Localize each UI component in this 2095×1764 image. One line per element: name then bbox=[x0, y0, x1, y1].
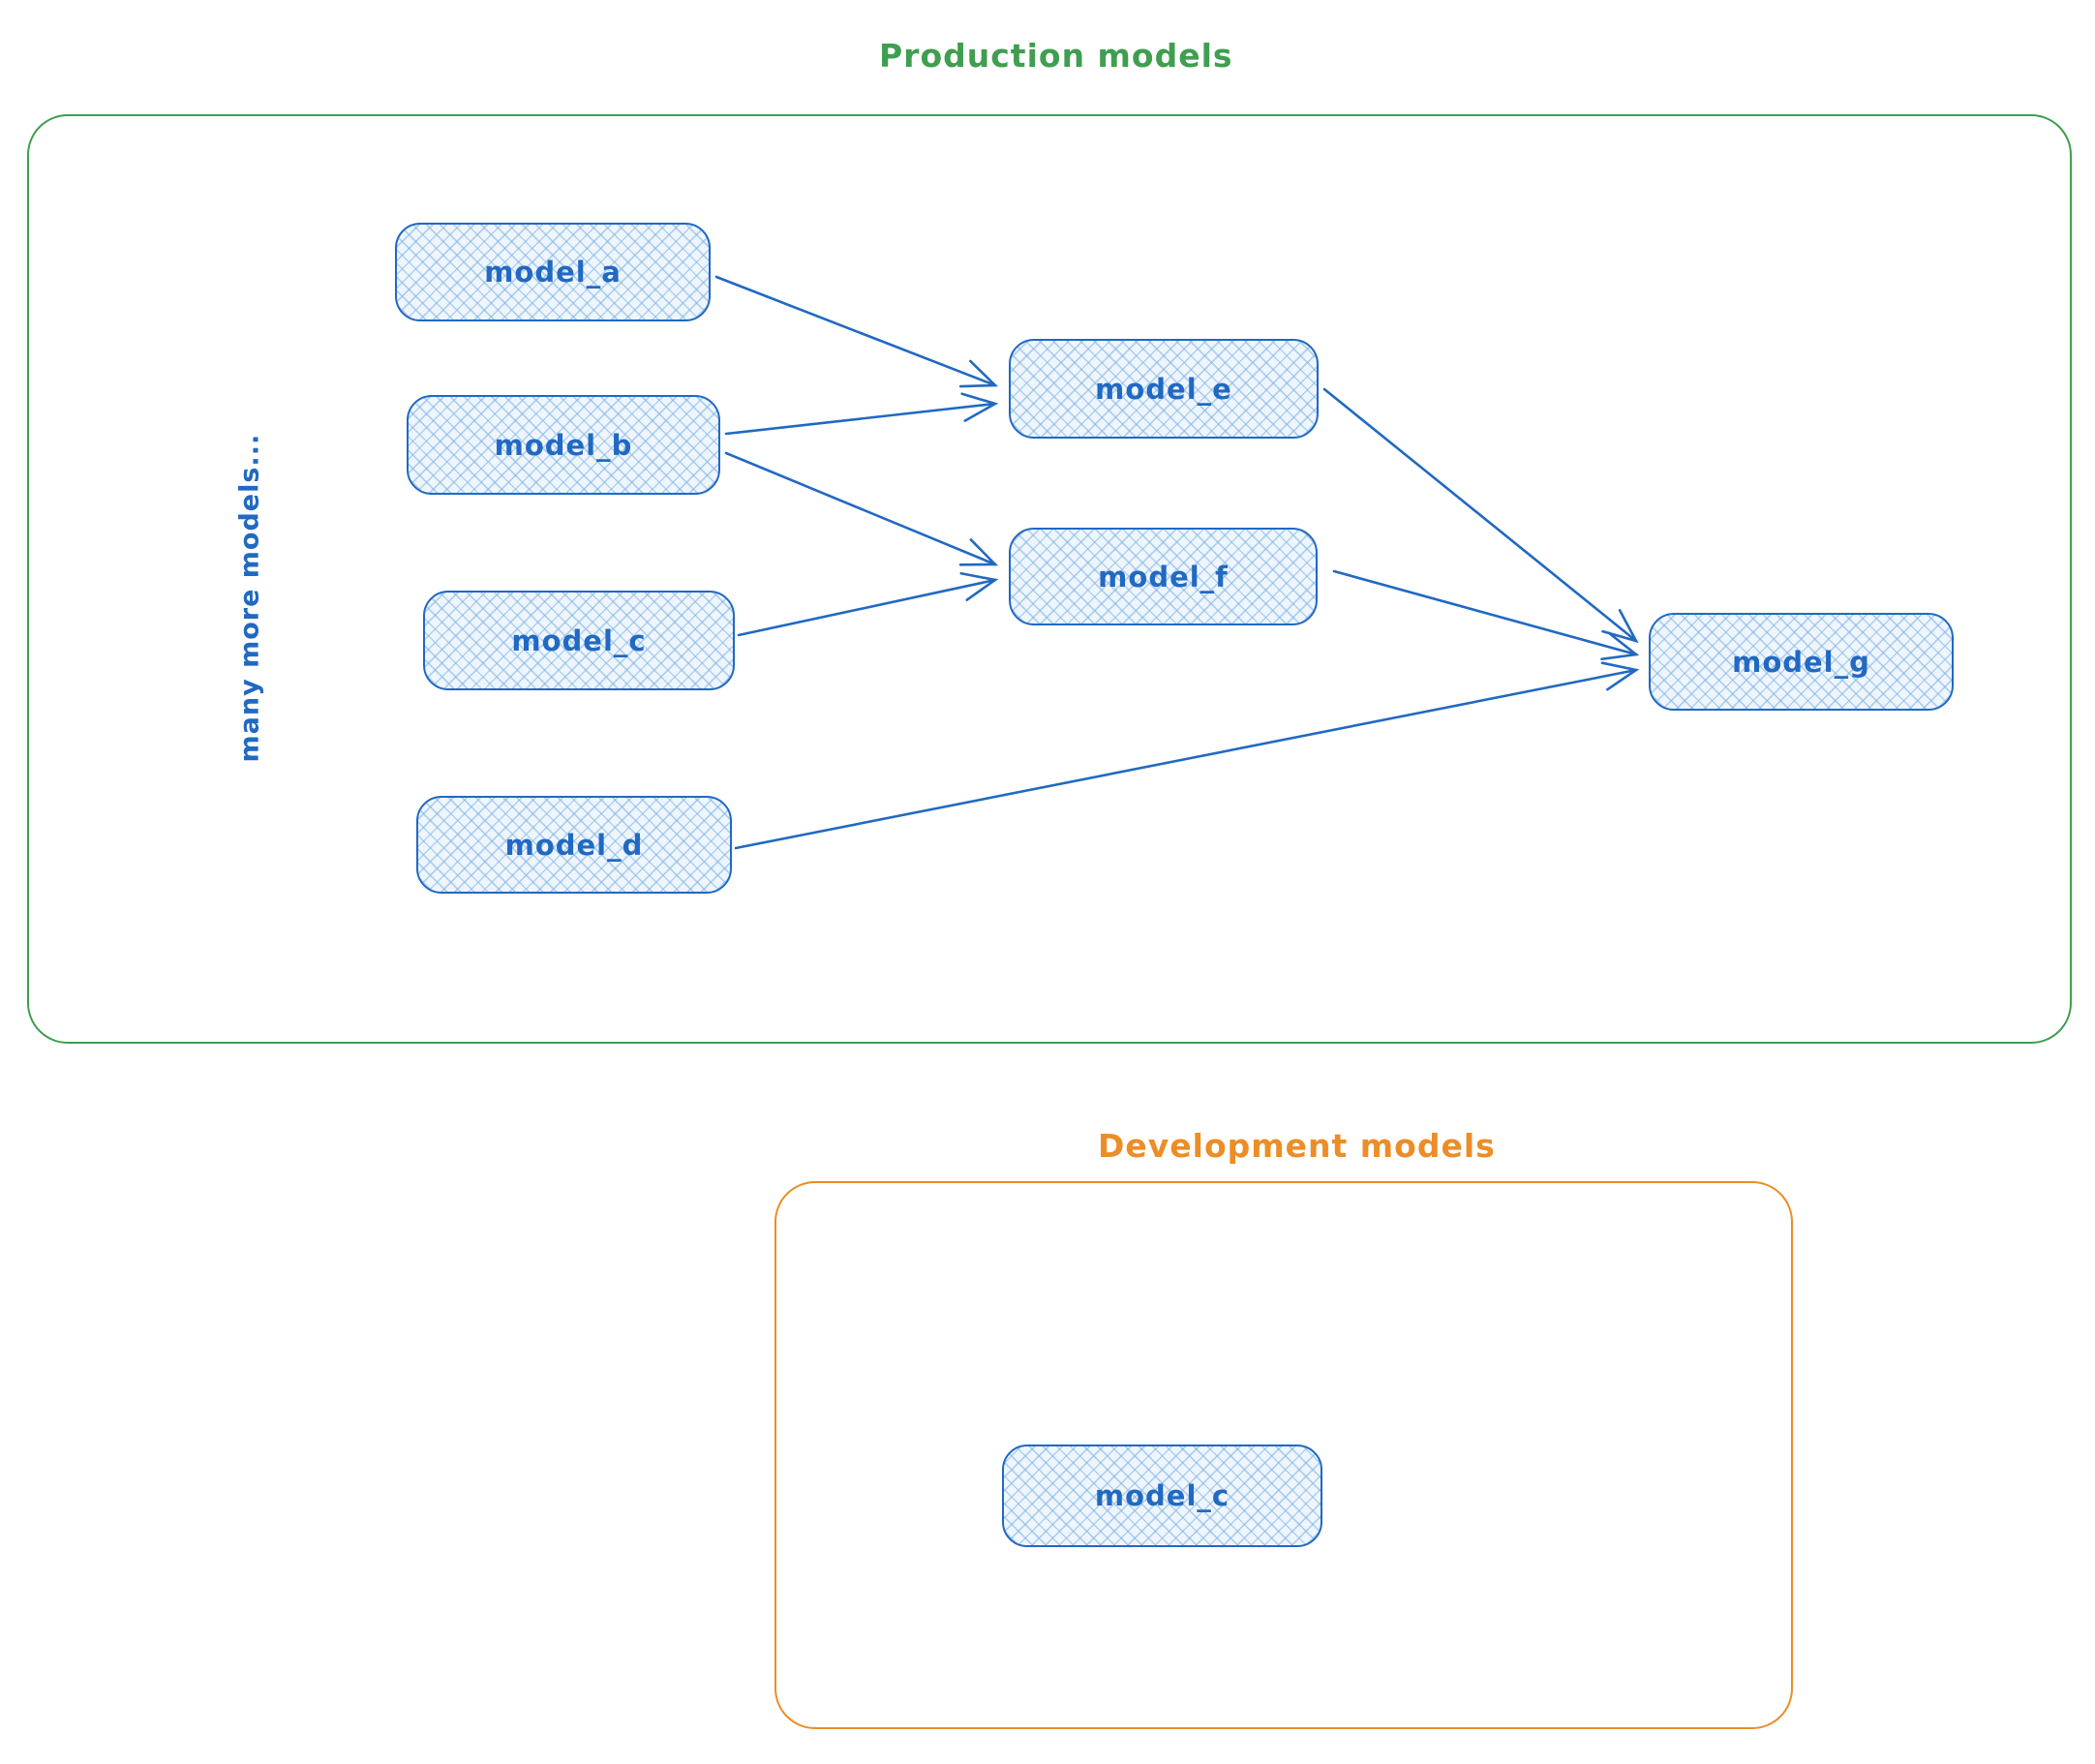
node-model-a: model_a bbox=[395, 223, 711, 321]
node-dev-model-c-label: model_c bbox=[1094, 1479, 1230, 1512]
node-model-f: model_f bbox=[1009, 528, 1318, 625]
node-model-a-label: model_a bbox=[484, 256, 622, 289]
many-more-models-note: many more models... bbox=[234, 433, 265, 763]
node-model-b: model_b bbox=[407, 395, 720, 495]
development-group-frame bbox=[774, 1181, 1793, 1729]
node-model-b-label: model_b bbox=[494, 428, 633, 462]
node-model-e-label: model_e bbox=[1095, 372, 1232, 406]
node-model-d: model_d bbox=[416, 796, 732, 894]
node-model-c: model_c bbox=[423, 591, 735, 690]
node-model-e: model_e bbox=[1009, 339, 1319, 439]
production-group-frame bbox=[27, 114, 2072, 1044]
node-model-f-label: model_f bbox=[1098, 560, 1229, 593]
node-model-g-label: model_g bbox=[1732, 645, 1870, 679]
development-group-title: Development models bbox=[1098, 1127, 1496, 1165]
node-model-c-label: model_c bbox=[511, 623, 647, 657]
node-dev-model-c: model_c bbox=[1002, 1445, 1322, 1547]
node-model-g: model_g bbox=[1649, 613, 1954, 711]
node-model-d-label: model_d bbox=[504, 828, 644, 862]
production-group-title: Production models bbox=[879, 37, 1233, 75]
